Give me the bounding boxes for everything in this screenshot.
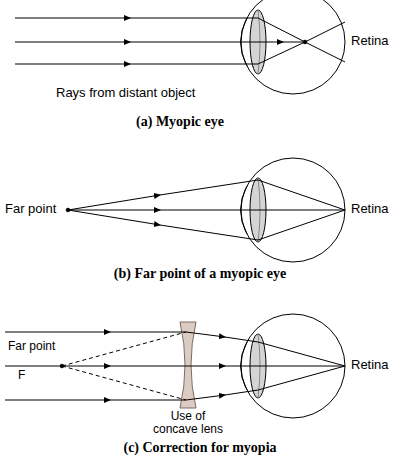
part-label: Rays from distant object xyxy=(56,86,195,101)
part-label: Far point xyxy=(5,202,56,217)
part-label: Retina xyxy=(351,358,389,373)
panel-caption: (b) Far point of a myopic eye xyxy=(114,266,286,282)
point-label: F xyxy=(18,369,25,383)
part-label: Far point xyxy=(8,340,55,354)
part-label: Retina xyxy=(351,34,389,49)
part-label: Retina xyxy=(351,202,389,217)
panel-caption: (c) Correction for myopia xyxy=(123,440,276,456)
part-label: Use of concave lens xyxy=(148,410,228,436)
panel-caption: (a) Myopic eye xyxy=(136,114,224,130)
